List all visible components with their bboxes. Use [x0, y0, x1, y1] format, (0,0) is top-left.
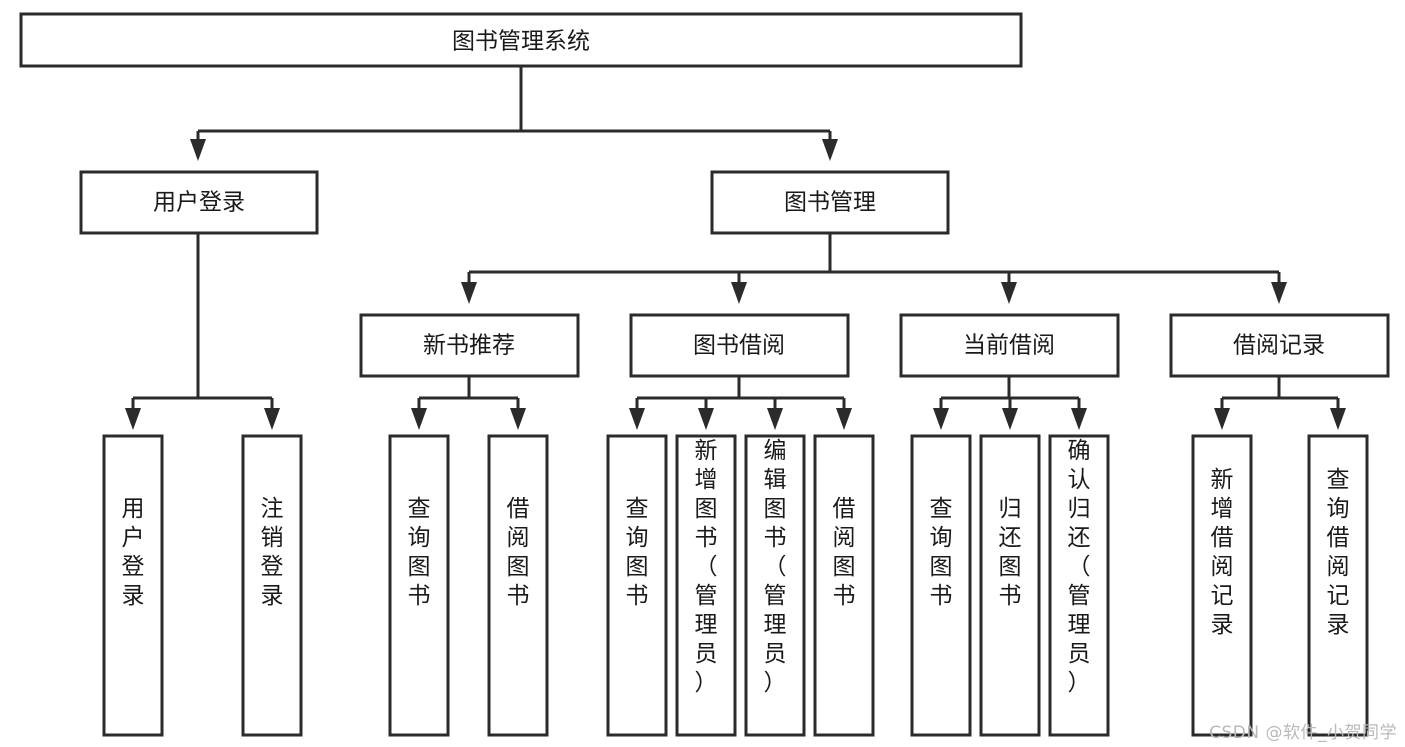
- arrow-head-borrow-record: [1271, 282, 1287, 304]
- node-leaf-borrow-book-1-box[interactable]: [487, 434, 549, 737]
- connector-group-borrow-record: [1214, 376, 1346, 430]
- arrow-head-leaf-user-logout: [264, 408, 280, 430]
- node-leaf-user-logout-label: 注销登录: [261, 496, 284, 609]
- node-leaf-return-book-label: 归还图书: [999, 496, 1022, 609]
- node-leaf-query-book-2[interactable]: 查询图书: [606, 434, 668, 737]
- connector-group-user-login: [125, 233, 280, 430]
- node-leaf-add-record-label: 新增借阅记录: [1211, 467, 1234, 638]
- node-current-borrow-box[interactable]: [899, 313, 1120, 378]
- arrow-head-leaf-add-record: [1214, 408, 1230, 430]
- node-book-manage[interactable]: 图书管理: [710, 170, 950, 235]
- node-root[interactable]: 图书管理系统: [19, 12, 1023, 68]
- arrow-head-current-borrow: [1001, 282, 1017, 304]
- node-leaf-edit-book-label: 编辑图书（管理员）: [764, 438, 787, 696]
- arrow-head-leaf-query-book-2: [629, 408, 645, 430]
- node-user-login[interactable]: 用户登录: [79, 170, 319, 235]
- connector-group-new-book-recommend: [411, 376, 526, 430]
- node-leaf-query-record-box[interactable]: [1307, 434, 1369, 737]
- node-user-login-box[interactable]: [79, 170, 319, 235]
- node-new-book-recommend-label: 新书推荐: [423, 333, 515, 359]
- node-leaf-add-book[interactable]: 新增图书（管理员）: [675, 434, 737, 737]
- connector-group-root: [190, 67, 838, 161]
- node-book-borrow[interactable]: 图书借阅: [629, 313, 850, 378]
- node-leaf-query-book-2-box[interactable]: [606, 434, 668, 737]
- arrow-head-book-borrow: [731, 282, 747, 304]
- node-leaf-query-book-3-label: 查询图书: [930, 496, 953, 609]
- node-leaf-query-book-1-label: 查询图书: [408, 496, 431, 609]
- node-leaf-user-login-box[interactable]: [102, 434, 164, 737]
- node-book-borrow-label: 图书借阅: [693, 333, 785, 359]
- node-current-borrow-label: 当前借阅: [963, 333, 1055, 359]
- node-leaf-query-book-3[interactable]: 查询图书: [910, 434, 972, 737]
- node-book-manage-label: 图书管理: [784, 190, 876, 216]
- arrow-head-leaf-confirm-return: [1071, 408, 1087, 430]
- node-leaf-borrow-book-1[interactable]: 借阅图书: [487, 434, 549, 737]
- connector-group-book-manage: [461, 233, 1287, 304]
- node-leaf-return-book[interactable]: 归还图书: [979, 434, 1041, 737]
- node-leaf-edit-book[interactable]: 编辑图书（管理员）: [744, 434, 806, 737]
- arrow-head-leaf-borrow-book-2: [836, 408, 852, 430]
- connector-group-current-borrow: [933, 376, 1087, 430]
- node-user-login-label: 用户登录: [153, 190, 245, 216]
- node-leaf-user-login[interactable]: 用户登录: [102, 434, 164, 737]
- arrow-head-book-manage: [822, 139, 838, 161]
- node-leaf-add-record[interactable]: 新增借阅记录: [1191, 434, 1253, 737]
- node-leaf-borrow-book-2-box[interactable]: [813, 434, 875, 737]
- node-leaf-user-logout-box[interactable]: [241, 434, 303, 737]
- arrow-head-leaf-edit-book: [767, 408, 783, 430]
- node-leaf-confirm-return-box[interactable]: [1048, 434, 1110, 737]
- node-book-manage-box[interactable]: [710, 170, 950, 235]
- node-leaf-user-login-label: 用户登录: [122, 496, 145, 609]
- node-leaf-borrow-book-2[interactable]: 借阅图书: [813, 434, 875, 737]
- node-leaf-query-record-label: 查询借阅记录: [1327, 467, 1350, 638]
- node-borrow-record[interactable]: 借阅记录: [1169, 313, 1390, 378]
- node-book-borrow-box[interactable]: [629, 313, 850, 378]
- node-borrow-record-label: 借阅记录: [1233, 333, 1325, 359]
- node-leaf-edit-book-box[interactable]: [744, 434, 806, 737]
- node-leaf-add-book-label: 新增图书（管理员）: [695, 438, 718, 696]
- node-leaf-query-book-1-box[interactable]: [388, 434, 450, 737]
- node-leaf-query-record[interactable]: 查询借阅记录: [1307, 434, 1369, 737]
- node-leaf-add-record-box[interactable]: [1191, 434, 1253, 737]
- arrow-head-leaf-user-login: [125, 408, 141, 430]
- node-leaf-return-book-box[interactable]: [979, 434, 1041, 737]
- node-leaf-borrow-book-2-label: 借阅图书: [833, 496, 856, 609]
- node-leaf-query-book-3-box[interactable]: [910, 434, 972, 737]
- node-leaf-borrow-book-1-label: 借阅图书: [507, 496, 530, 609]
- node-root-label: 图书管理系统: [452, 29, 590, 55]
- arrow-head-leaf-query-record: [1330, 408, 1346, 430]
- node-leaf-query-book-2-label: 查询图书: [626, 496, 649, 609]
- node-new-book-recommend-box[interactable]: [359, 313, 580, 378]
- arrow-head-leaf-add-book: [698, 408, 714, 430]
- node-current-borrow[interactable]: 当前借阅: [899, 313, 1120, 378]
- arrow-head-new-book-recommend: [461, 282, 477, 304]
- arrow-head-leaf-query-book-3: [933, 408, 949, 430]
- connector-group-book-borrow: [629, 376, 852, 430]
- node-leaf-query-book-1[interactable]: 查询图书: [388, 434, 450, 737]
- node-leaf-user-logout[interactable]: 注销登录: [241, 434, 303, 737]
- node-root-box[interactable]: [19, 12, 1023, 68]
- node-leaf-add-book-box[interactable]: [675, 434, 737, 737]
- arrow-head-leaf-return-book: [1002, 408, 1018, 430]
- arrow-head-leaf-borrow-book-1: [510, 408, 526, 430]
- node-new-book-recommend[interactable]: 新书推荐: [359, 313, 580, 378]
- arrow-head-leaf-query-book-1: [411, 408, 427, 430]
- node-leaf-confirm-return[interactable]: 确认归还（管理员）: [1048, 434, 1110, 737]
- node-leaf-confirm-return-label: 确认归还（管理员）: [1068, 438, 1091, 696]
- arrow-head-user-login: [190, 139, 206, 161]
- node-borrow-record-box[interactable]: [1169, 313, 1390, 378]
